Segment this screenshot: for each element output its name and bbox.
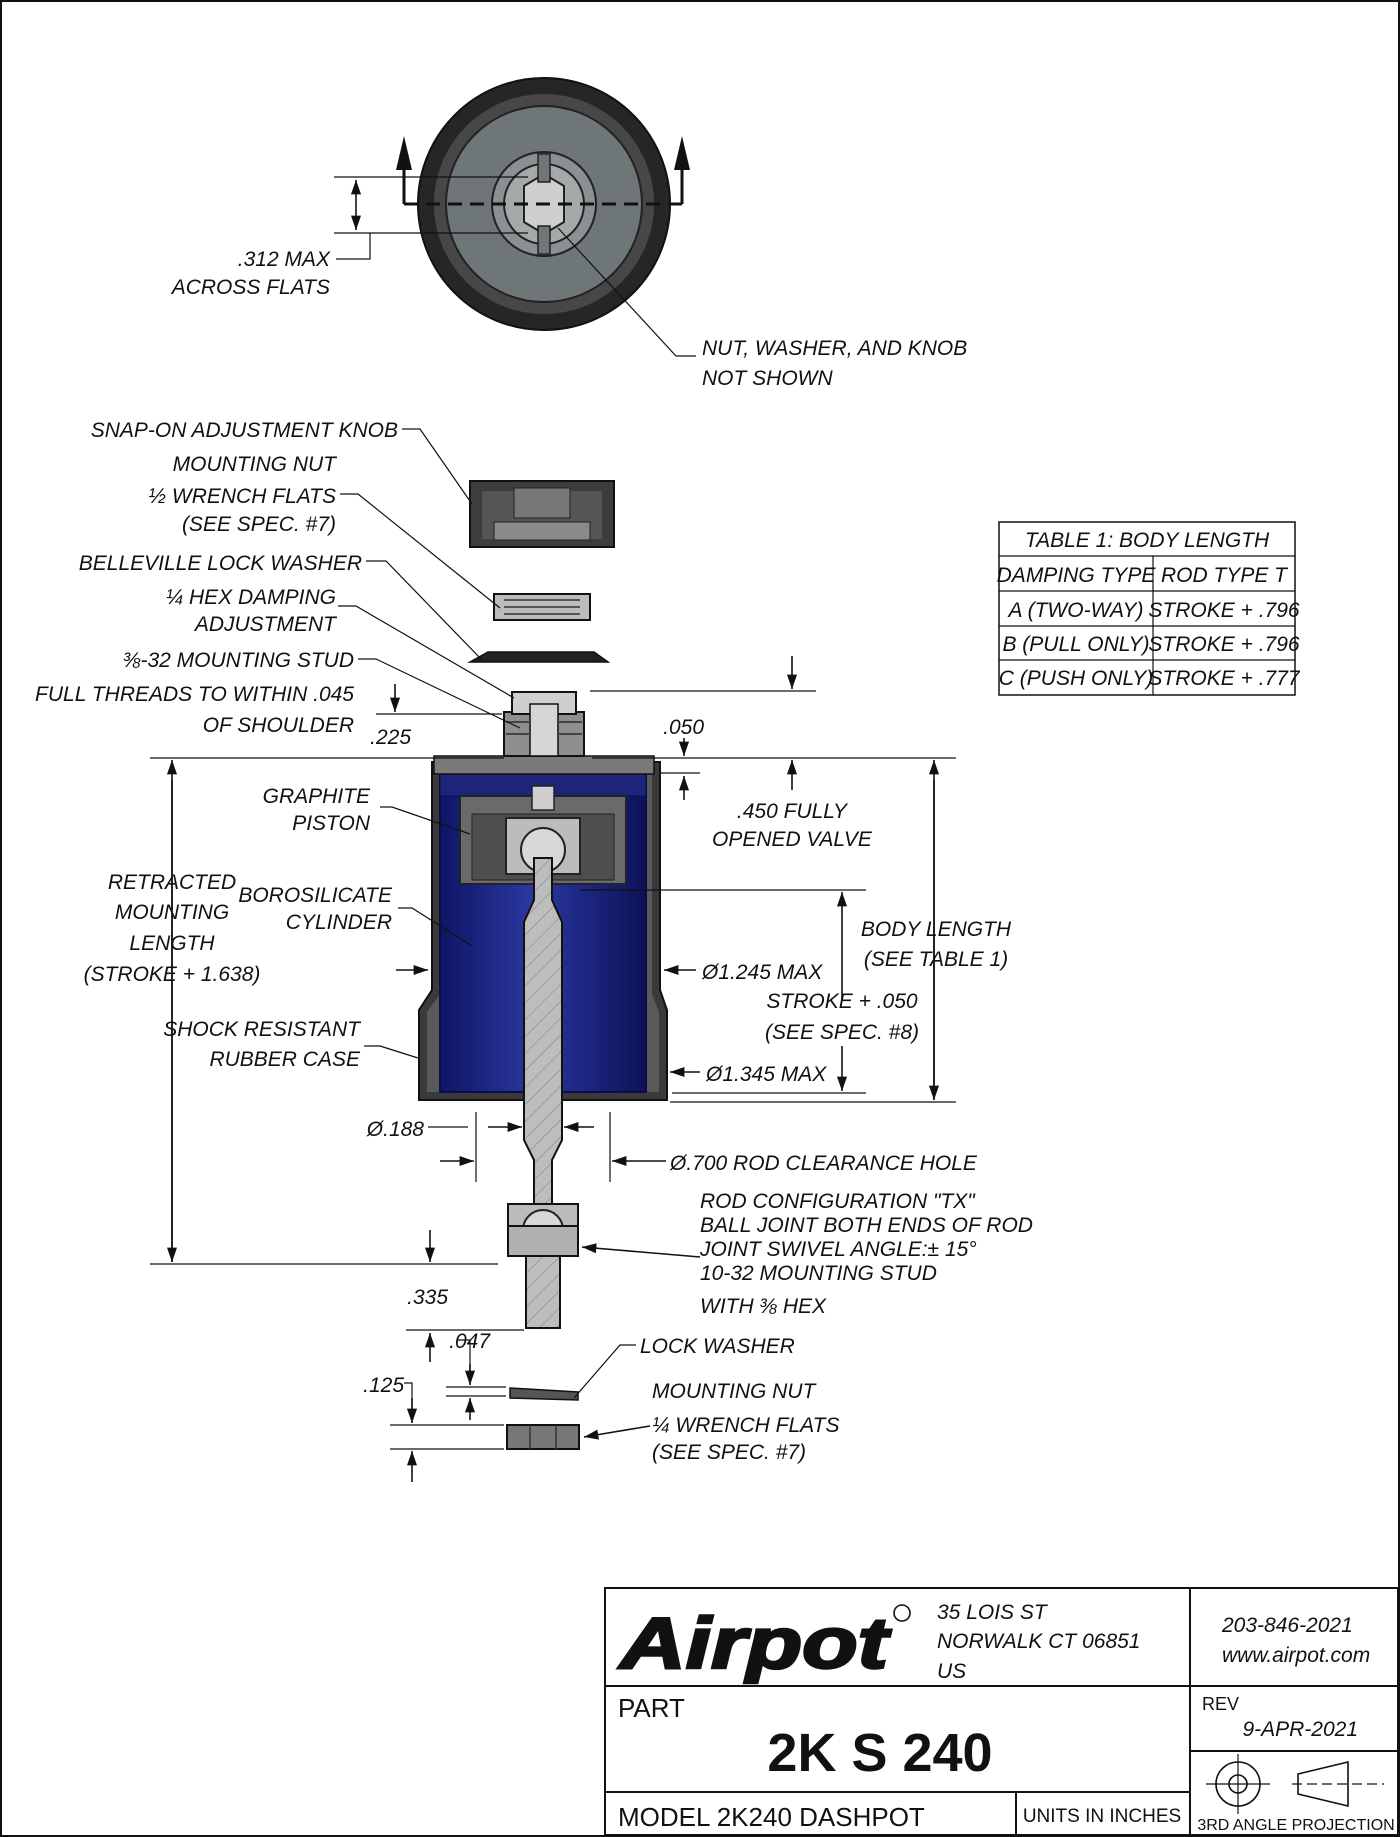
registered-icon (893, 1604, 911, 1622)
dia-700-label: Ø.700 ROD CLEARANCE HOLE (669, 1152, 978, 1175)
bottom-nut-label: MOUNTING NUT (652, 1380, 817, 1403)
dia-1245-label: Ø1.245 MAX (701, 961, 823, 984)
cylinder-label: CYLINDER (286, 911, 392, 934)
part-label: PART (618, 1693, 685, 1723)
rubber-case-label: RUBBER CASE (209, 1048, 361, 1071)
table-cell: STROKE + .796 (1148, 633, 1299, 656)
stud-label: ⅜-32 MOUNTING STUD (123, 649, 354, 672)
title-block (604, 1587, 1399, 1836)
retracted-length: LENGTH (129, 932, 215, 955)
projection-label: 3RD ANGLE PROJECTION (1197, 1817, 1394, 1834)
retracted-label: RETRACTED (108, 871, 236, 894)
phone: 203-846-2021 (1221, 1614, 1353, 1637)
rod-config-line-1: ROD CONFIGURATION "TX" (700, 1190, 976, 1213)
table-cell: A (TWO-WAY) (1007, 599, 1144, 622)
belleville-label: BELLEVILLE LOCK WASHER (79, 552, 362, 575)
table-cell: STROKE + .777 (1148, 667, 1300, 690)
dia-188-label: Ø.188 (366, 1118, 425, 1141)
table-cell: STROKE + .796 (1148, 599, 1299, 622)
table-cell: C (PUSH ONLY) (999, 667, 1153, 690)
mounting-nut-flats: ½ WRENCH FLATS (149, 485, 336, 508)
table-cell: B (PULL ONLY) (1002, 633, 1149, 656)
mounting-nut-label: MOUNTING NUT (173, 453, 338, 476)
bottom-nut-spec: (SEE SPEC. #7) (652, 1441, 806, 1464)
stroke-050-label: STROKE + .050 (766, 990, 917, 1013)
dia-1345-label: Ø1.345 MAX (705, 1063, 827, 1086)
top-view (334, 77, 696, 357)
graphite-label: GRAPHITE (263, 785, 371, 808)
rod-config-line-3: JOINT SWIVEL ANGLE:± 15° (699, 1238, 977, 1261)
rod-config-line-5: WITH ⅜ HEX (700, 1295, 827, 1318)
hex-damping-adjust: ADJUSTMENT (193, 613, 338, 636)
table-header-rod: ROD TYPE T (1161, 564, 1289, 587)
model-label: MODEL 2K240 DASHPOT (618, 1802, 925, 1832)
dim-335: .335 (407, 1286, 448, 1309)
hex-damping-label: ¼ HEX DAMPING (166, 586, 336, 609)
body-length-label: BODY LENGTH (861, 918, 1012, 941)
projection-symbol-icon (1206, 1754, 1384, 1814)
mounting-nut (493, 593, 591, 621)
address-line-2: NORWALK CT 06851 (937, 1630, 1140, 1653)
lock-washer-label: LOCK WASHER (640, 1335, 795, 1358)
piston-label: PISTON (292, 812, 371, 835)
dim-047: .047 (449, 1330, 491, 1353)
knob-label: SNAP-ON ADJUSTMENT KNOB (91, 419, 398, 442)
adjustment-knob (469, 480, 615, 548)
belleville-washer (467, 651, 611, 663)
bottom-nut-flats: ¼ WRENCH FLATS (652, 1414, 839, 1437)
address-line-1: 35 LOIS ST (937, 1601, 1049, 1624)
bottom-mounting-nut (506, 1424, 580, 1450)
body-length-ref: (SEE TABLE 1) (864, 948, 1008, 971)
body-length-table (998, 521, 1296, 696)
rod-config-line-2: BALL JOINT BOTH ENDS OF ROD (700, 1214, 1033, 1237)
borosilicate-label: BOROSILICATE (238, 884, 393, 907)
full-threads-shoulder: OF SHOULDER (203, 714, 354, 737)
dashpot-assembly (418, 691, 668, 1329)
open-valve-label: .450 FULLY (737, 800, 849, 823)
note-line-1: NUT, WASHER, AND KNOB (702, 337, 967, 360)
full-threads-label: FULL THREADS TO WITHIN .045 (35, 683, 354, 706)
shock-case-label: SHOCK RESISTANT (163, 1018, 362, 1041)
dimension-lines (150, 428, 956, 1482)
retracted-mounting: MOUNTING (115, 901, 229, 924)
across-flats-dim: .312 MAX (238, 248, 331, 271)
mounting-nut-spec: (SEE SPEC. #7) (182, 513, 336, 536)
table-title: TABLE 1: BODY LENGTH (1025, 529, 1270, 552)
dim-225: .225 (370, 726, 411, 749)
rod-config-line-4: 10-32 MOUNTING STUD (700, 1262, 937, 1285)
dim-125: .125 (363, 1374, 404, 1397)
rev-date: 9-APR-2021 (1242, 1718, 1358, 1741)
units-label: UNITS IN INCHES (1023, 1806, 1181, 1827)
lock-washer (509, 1387, 579, 1401)
website: www.airpot.com (1222, 1644, 1370, 1667)
address-line-3: US (937, 1660, 966, 1683)
table-header-damping: DAMPING TYPE (997, 564, 1157, 587)
retracted-formula: (STROKE + 1.638) (84, 963, 261, 986)
airpot-logo: Airpot (617, 1604, 891, 1684)
stroke-050-spec: (SEE SPEC. #8) (765, 1021, 919, 1044)
note-line-2: NOT SHOWN (702, 367, 833, 390)
dim-050: .050 (663, 716, 704, 739)
across-flats-label: ACROSS FLATS (170, 276, 330, 299)
part-number: 2K S 240 (767, 1723, 992, 1783)
open-valve-sub: OPENED VALVE (712, 828, 873, 851)
rev-label: REV (1202, 1694, 1239, 1714)
